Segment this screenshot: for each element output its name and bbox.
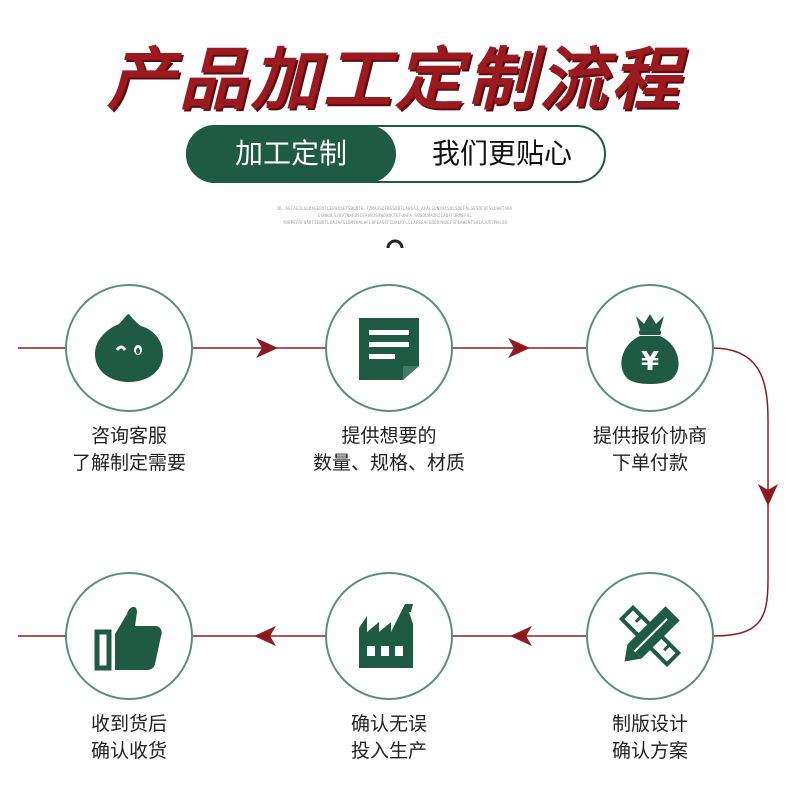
factory-icon (359, 604, 413, 668)
step-label-line: 下单付款 (611, 452, 688, 474)
step-label-line: 收到货后 (90, 713, 167, 735)
step-4-circle (586, 572, 714, 700)
step-2-label: 提供想要的 数量、规格、材质 (289, 423, 489, 477)
page-title: 产品加工定制流程 (106, 41, 683, 120)
step-label-line: 确认收货 (90, 740, 167, 762)
connector-curve (711, 347, 769, 637)
ornament-ring (386, 239, 404, 249)
pencil-ruler-icon (618, 604, 682, 668)
arrow-right (508, 338, 530, 358)
step-label-line: 投入生产 (350, 740, 427, 762)
step-2-circle (325, 284, 453, 412)
step-3-circle: ¥ (586, 284, 714, 412)
step-3-label: 提供报价协商 下单付款 (550, 423, 750, 477)
step-5-circle (325, 572, 453, 700)
step-1-circle (65, 284, 193, 412)
chat-bubble-icon (95, 314, 163, 382)
step-label-line: 确认方案 (611, 740, 688, 762)
step-label-line: 提供报价协商 (592, 425, 707, 447)
svg-text:¥: ¥ (641, 347, 659, 377)
arrow-down (758, 484, 778, 506)
money-bag-icon: ¥ (621, 314, 679, 384)
slogan-right: 我们更贴心 (431, 137, 572, 170)
arrow-right (256, 338, 278, 358)
step-label-line: 咨询客服 (90, 425, 167, 447)
fine-print-line: DL.AGTAG3LSLUAGEROFLERAXSEFSBOBTE.TZMAJS… (277, 206, 513, 211)
fine-print: DL.AGTAG3LSLUAGEROFLERAXSEFSBOBTE.TZMAJS… (255, 205, 535, 226)
step-4-label: 制版设计 确认方案 (550, 711, 750, 765)
arrow-left (254, 626, 276, 646)
step-label-line: 制版设计 (611, 713, 688, 735)
slogan-pill: 加工定制 我们更贴心 (186, 125, 606, 183)
step-label-line: 确认无误 (350, 713, 427, 735)
document-icon (359, 318, 419, 380)
step-label-line: 了解制定需要 (71, 452, 186, 474)
step-1-label: 咨询客服 了解制定需要 (29, 423, 229, 477)
step-label-line: 数量、规格、材质 (312, 452, 465, 474)
step-5-label: 确认无误 投入生产 (289, 711, 489, 765)
fine-print-line: YDRPEFAFOADFIEBOTLSAJAFSLDMTAALAFLOFEASC… (282, 220, 508, 225)
arrow-left (510, 626, 532, 646)
thumbs-up-icon (94, 606, 162, 671)
step-6-circle (65, 572, 193, 700)
fine-print-line: CSNAOLSJOVTNAFOSCEAVBJSAWOABCTEFOHFA.SOS… (318, 213, 472, 218)
slogan-left: 加工定制 (186, 125, 396, 183)
step-6-label: 收到货后 确认收货 (29, 711, 229, 765)
step-label-line: 提供想要的 (341, 425, 437, 447)
